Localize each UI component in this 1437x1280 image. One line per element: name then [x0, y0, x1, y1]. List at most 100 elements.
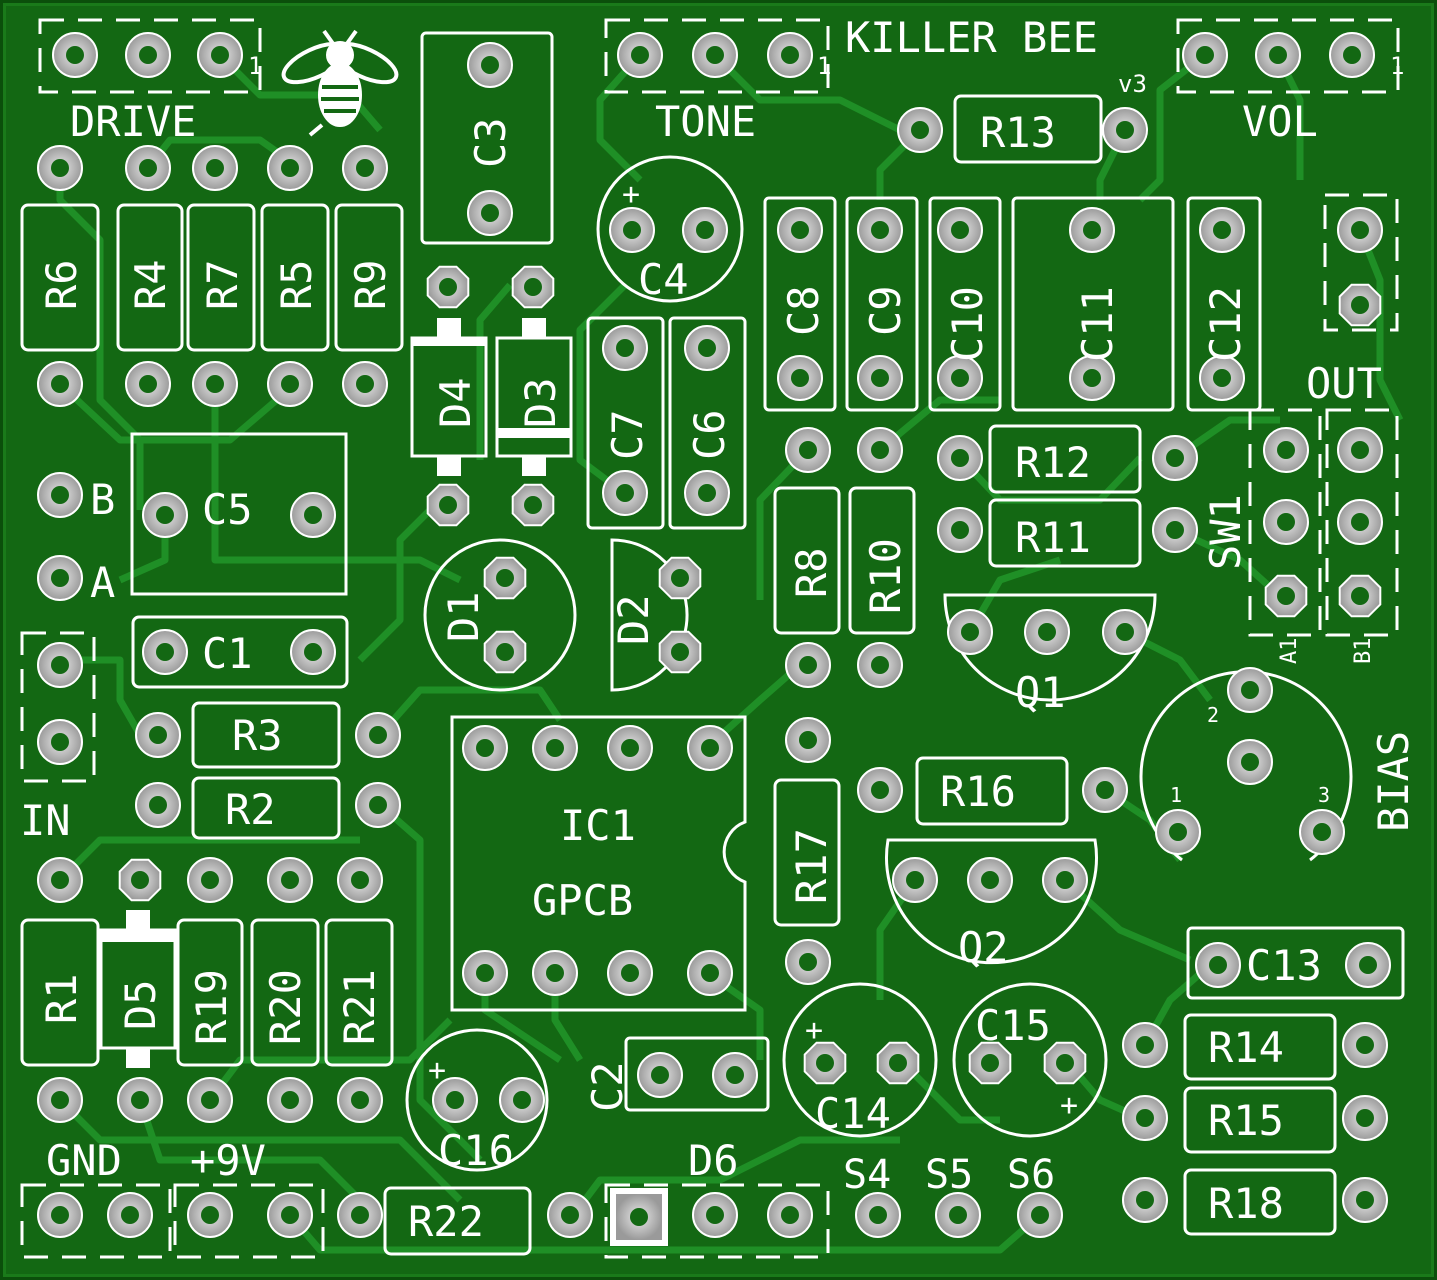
s6-label: S6	[1007, 1152, 1055, 1198]
drill-hole	[561, 1206, 579, 1224]
d3-label: D3	[516, 377, 565, 428]
drill-hole	[496, 569, 514, 587]
drill-hole	[1356, 1191, 1374, 1209]
d1-label: D1	[439, 591, 488, 642]
drill-hole	[281, 159, 299, 177]
drill-hole	[51, 375, 69, 393]
drill-hole	[799, 731, 817, 749]
drill-hole	[1241, 681, 1259, 699]
drill-hole	[951, 521, 969, 539]
drill-hole	[889, 1054, 907, 1072]
power-label: +9V	[190, 1136, 266, 1185]
drill-hole	[1269, 46, 1287, 64]
drill-hole	[524, 278, 542, 296]
drill-hole	[304, 643, 322, 661]
drill-hole	[1277, 513, 1295, 531]
ic1-brand: GPCB	[532, 876, 633, 925]
c8-label: C8	[779, 285, 828, 336]
drill-hole	[871, 781, 889, 799]
drill-hole	[701, 739, 719, 757]
drill-hole	[949, 1206, 967, 1224]
c16-label: C16	[438, 1126, 514, 1175]
drill-hole	[1096, 781, 1114, 799]
drill-hole	[906, 871, 924, 889]
out-label: OUT	[1306, 359, 1382, 408]
drill-hole	[156, 506, 174, 524]
q1-label: Q1	[1015, 668, 1066, 717]
c15-plus: +	[1060, 1088, 1078, 1123]
drill-hole	[281, 375, 299, 393]
drill-hole	[1356, 1036, 1374, 1054]
drill-hole	[1196, 46, 1214, 64]
c16-plus: +	[428, 1053, 446, 1088]
board-version: v3	[1118, 70, 1147, 98]
c1-label: C1	[202, 629, 253, 678]
r4-label: R4	[126, 259, 175, 310]
drill-hole	[1056, 1054, 1074, 1072]
c3-label: C3	[466, 117, 515, 168]
drill-hole	[1213, 369, 1231, 387]
drill-hole	[1277, 441, 1295, 459]
drill-hole	[156, 643, 174, 661]
drill-hole	[706, 1206, 724, 1224]
drill-hole	[1351, 441, 1369, 459]
drill-hole	[651, 1066, 669, 1084]
drill-hole	[951, 449, 969, 467]
sw1-a1-label: A1	[1277, 638, 1302, 665]
sw1-label: SW1	[1201, 494, 1250, 570]
drill-hole	[51, 733, 69, 751]
drill-hole	[201, 1091, 219, 1109]
drill-hole	[616, 339, 634, 357]
drill-hole	[1356, 1109, 1374, 1127]
c14-plus: +	[805, 1013, 823, 1048]
drill-hole	[951, 369, 969, 387]
tone-label: TONE	[655, 97, 756, 146]
r14-label: R14	[1208, 1023, 1284, 1072]
s5-label: S5	[925, 1152, 973, 1198]
drill-hole	[351, 871, 369, 889]
c4-plus: +	[622, 177, 640, 212]
drill-hole	[631, 46, 649, 64]
drill-hole	[621, 739, 639, 757]
drill-hole	[439, 278, 457, 296]
drill-hole	[1241, 753, 1259, 771]
drill-hole	[201, 1206, 219, 1224]
r17-label: R17	[787, 828, 836, 904]
s4-label: S4	[843, 1152, 891, 1198]
r12-label: R12	[1015, 438, 1091, 487]
drill-hole	[1351, 513, 1369, 531]
drill-hole	[351, 1091, 369, 1109]
drill-hole	[149, 726, 167, 744]
drill-hole	[1209, 956, 1227, 974]
drill-hole	[1166, 449, 1184, 467]
drill-hole	[791, 369, 809, 387]
drill-hole	[281, 1206, 299, 1224]
drill-hole	[1056, 871, 1074, 889]
drive-label: DRIVE	[70, 97, 196, 146]
q2-label: Q2	[958, 923, 1009, 972]
drill-hole	[369, 796, 387, 814]
drill-hole	[439, 496, 457, 514]
drill-hole	[1136, 1191, 1154, 1209]
drill-hole	[623, 221, 641, 239]
drill-hole	[206, 159, 224, 177]
drill-hole	[1038, 623, 1056, 641]
drill-hole	[1083, 369, 1101, 387]
drill-hole	[513, 1091, 531, 1109]
bias-pin1: 1	[1170, 783, 1182, 807]
drill-hole	[131, 871, 149, 889]
drill-hole	[726, 1066, 744, 1084]
drill-hole	[281, 871, 299, 889]
d4-label: D4	[431, 377, 480, 428]
c4-label: C4	[638, 255, 689, 304]
drill-hole	[496, 643, 514, 661]
drill-hole	[951, 221, 969, 239]
drill-hole	[871, 441, 889, 459]
r15-label: R15	[1208, 1096, 1284, 1145]
drill-hole	[616, 484, 634, 502]
drill-hole	[961, 623, 979, 641]
drill-hole	[369, 726, 387, 744]
drill-hole	[66, 46, 84, 64]
drill-hole	[781, 46, 799, 64]
drill-hole	[121, 1206, 139, 1224]
